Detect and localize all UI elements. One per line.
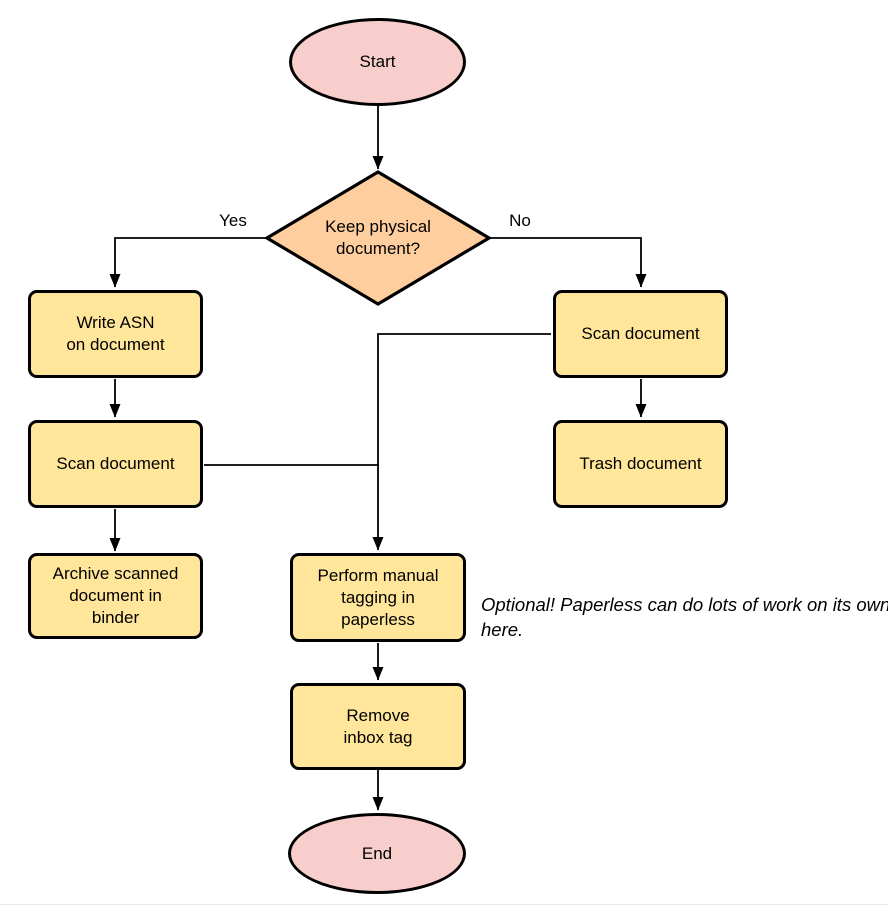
edge-label-no: No (495, 211, 545, 231)
remove-inbox-tag-node: Remove inbox tag (290, 683, 466, 770)
manual-tagging-label: Perform manual tagging in paperless (317, 565, 439, 629)
trash-document-label: Trash document (579, 454, 702, 473)
page-bottom-divider (0, 904, 888, 905)
remove-inbox-tag-label: Remove inbox tag (343, 705, 413, 747)
diamond-shape (264, 170, 492, 306)
start-node: Start (289, 18, 466, 106)
edge-decision-write-asn (109, 237, 266, 288)
edge-scan-right-tagging (372, 333, 551, 551)
scan-document-left-node: Scan document (28, 420, 203, 508)
write-asn-label: Write ASN on document (66, 313, 165, 354)
edge-decision-scan-right (490, 237, 647, 288)
trash-document-node: Trash document (553, 420, 728, 508)
scan-document-left-label: Scan document (56, 454, 175, 473)
edge-label-yes: Yes (206, 211, 260, 231)
write-asn-node: Write ASN on document (28, 290, 203, 378)
decision-label: Keep physical document? (325, 217, 431, 258)
manual-tagging-node: Perform manual tagging in paperless (290, 553, 466, 642)
scan-document-right-node: Scan document (553, 290, 728, 378)
start-label: Start (359, 52, 396, 71)
optional-note: Optional! Paperless can do lots of work … (481, 594, 888, 640)
end-node: End (288, 813, 466, 894)
archive-label: Archive scanned document in binder (52, 564, 179, 627)
decision-node: Keep physical document? (264, 169, 492, 307)
end-label: End (361, 843, 393, 863)
archive-node: Archive scanned document in binder (28, 553, 203, 639)
scan-document-right-label: Scan document (581, 324, 700, 343)
